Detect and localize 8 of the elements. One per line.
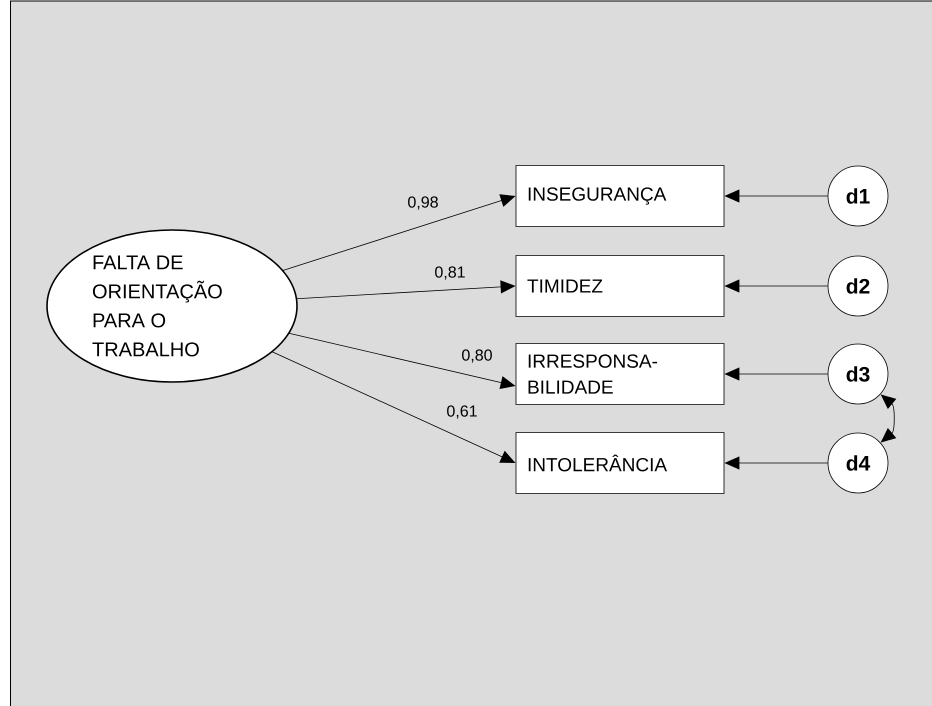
observed-variable-box: INTOLERÂNCIA [516, 432, 724, 494]
edge-label: 0,61 [445, 404, 479, 420]
edge-label: 0,80 [460, 348, 494, 364]
observed-variable-box: TIMIDEZ [516, 255, 724, 317]
observed-variable-box: INSEGURANÇA [516, 165, 724, 227]
observed-variable-box: IRRESPONSA- BILIDADE [516, 343, 724, 405]
edge-label: 0,81 [433, 265, 467, 281]
edge-label: 0,98 [406, 195, 440, 211]
